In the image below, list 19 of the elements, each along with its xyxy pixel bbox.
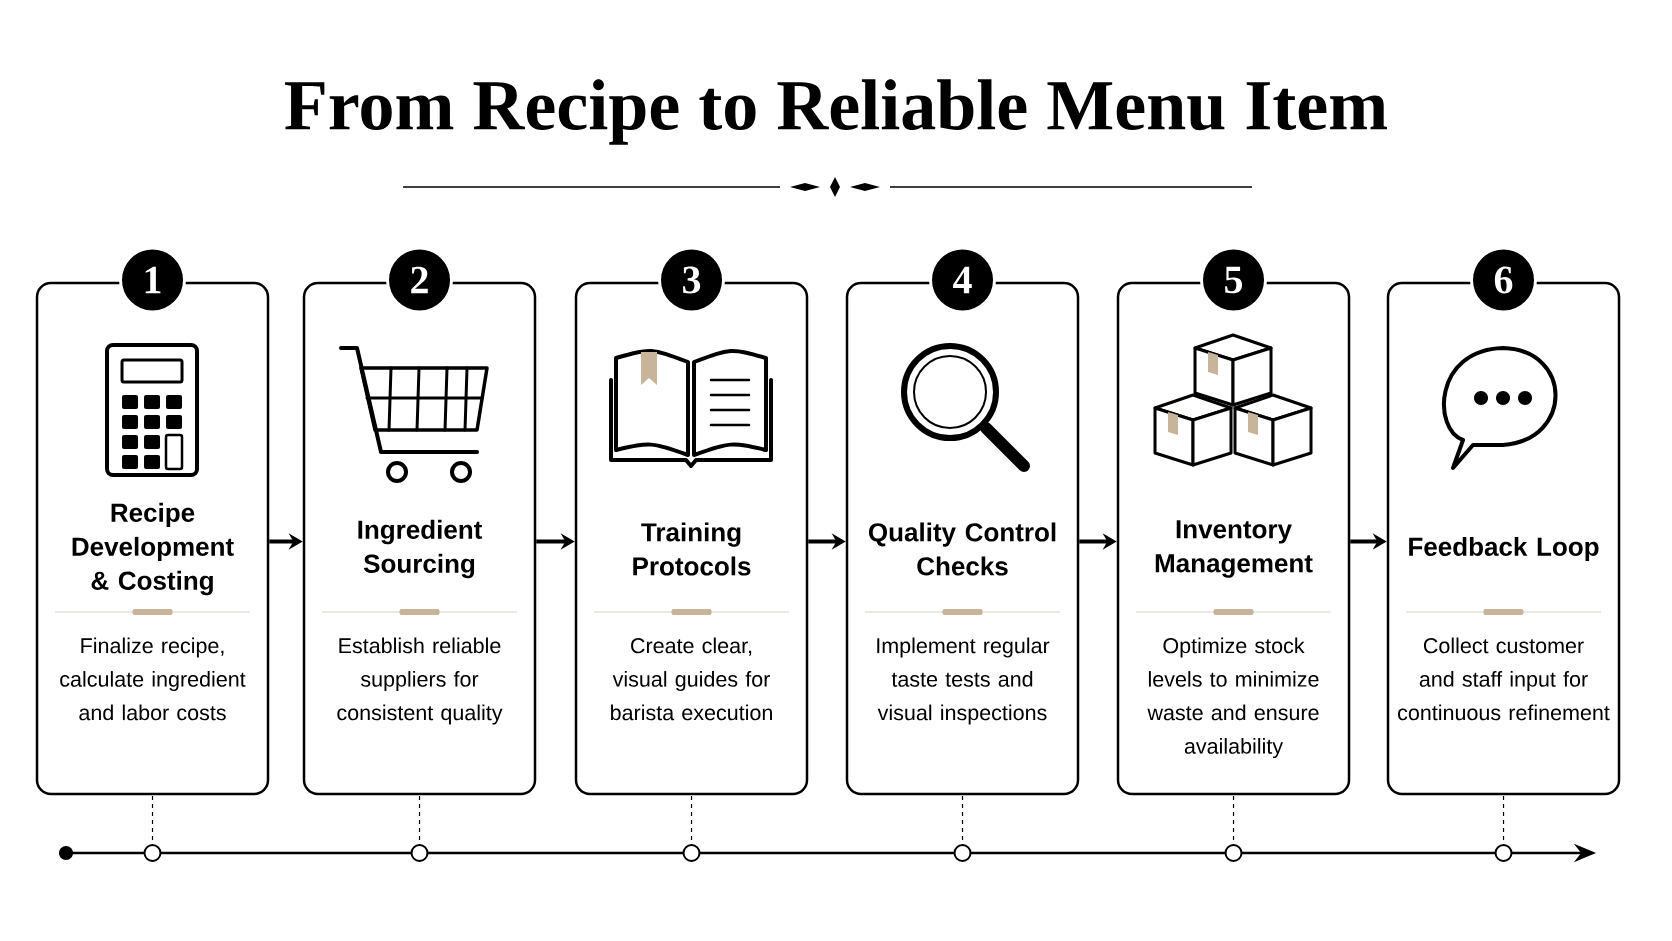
step-number: 1 [119, 246, 186, 314]
title: From Recipe to Reliable Menu Item [285, 79, 1387, 145]
step-description: Optimize stock levels to minimize waste and ensure availability [1147, 637, 1319, 759]
step-heading: Training Protocols [633, 522, 751, 576]
step-heading: Feedback Loop [1409, 536, 1599, 562]
step-heading: Recipe Development & Costing [72, 502, 234, 596]
step-description: Implement regular taste tests and visual inspections [877, 637, 1050, 725]
step-description: Create clear, visual guides for barista execution [611, 637, 772, 721]
step-heading: Quality Control Checks [868, 522, 1056, 576]
step-heading: Ingredient Sourcing [358, 519, 483, 579]
step-description: Establish reliable suppliers for consistent quality [337, 637, 503, 725]
step-number: 2 [386, 246, 453, 314]
step-number: 5 [1200, 246, 1267, 314]
step-number: 4 [929, 246, 996, 314]
step-heading: Inventory Management [1155, 520, 1313, 578]
step-number: 3 [658, 246, 725, 314]
step-number: 6 [1470, 246, 1537, 314]
step-description: Finalize recipe, calculate ingredient and labor costs [60, 637, 246, 721]
step-description: Collect customer and staff input for continuous refinement [1398, 637, 1610, 721]
